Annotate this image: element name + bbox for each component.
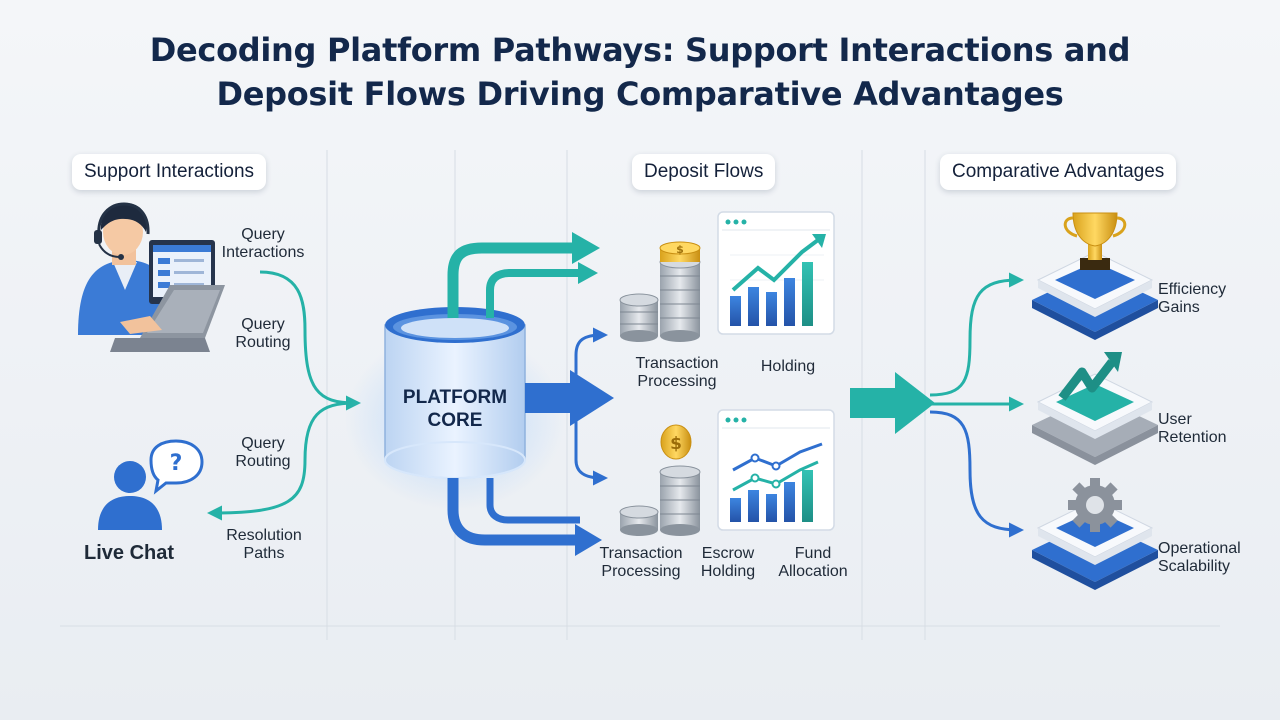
label-transaction-processing-bottom: Transaction Processing <box>599 545 683 580</box>
advantage-main-arrow <box>850 272 1024 538</box>
label-operational-scalability: Operational Scalability <box>1158 540 1241 575</box>
label-line: Resolution Paths <box>226 527 302 562</box>
platform-core-label: PLATFORM CORE <box>402 387 508 431</box>
svg-text:$: $ <box>676 243 684 256</box>
label-query-interactions: Query Interactions <box>218 226 308 262</box>
title-line-2: Deposit Flows Driving Comparative Advant… <box>216 75 1064 113</box>
section-deposit-flows: Deposit Flows <box>632 154 776 190</box>
label-line: Query Interactions <box>221 226 305 261</box>
label-user-retention: User Retention <box>1158 411 1227 446</box>
support-agent-icon <box>78 202 225 352</box>
coin-stack-icon-top: $ <box>619 241 701 342</box>
deposit-branch-arrows <box>574 327 608 486</box>
label-live-chat: Live Chat <box>84 542 175 564</box>
page-title: Decoding Platform Pathways: Support Inte… <box>0 28 1280 116</box>
label-escrow-holding: Escrow Holding <box>700 545 756 580</box>
label-line: Query Routing <box>235 316 291 351</box>
core-output-arrows <box>447 232 614 556</box>
label-line: Query Routing <box>235 435 291 470</box>
retention-growth-icon <box>1032 352 1158 465</box>
label-holding: Holding <box>760 358 816 375</box>
label-transaction-processing-top: Transaction Processing <box>635 355 719 390</box>
label-efficiency-gains: Efficiency Gains <box>1158 281 1227 316</box>
label-query-routing-top: Query Routing <box>218 316 308 352</box>
gear-icon <box>1032 478 1158 590</box>
trophy-icon <box>1032 212 1158 340</box>
svg-text:?: ? <box>170 451 183 476</box>
section-support-interactions: Support Interactions <box>72 154 267 190</box>
live-chat-icon: ? <box>98 439 204 530</box>
coin-stack-icon-bottom: $ <box>619 424 701 536</box>
platform-core-cylinder <box>345 307 565 510</box>
label-resolution-paths: Resolution Paths <box>214 527 314 563</box>
svg-text:$: $ <box>670 434 682 454</box>
growth-chart-icon-top <box>717 211 835 335</box>
growth-chart-icon-bottom <box>717 409 835 531</box>
label-query-routing-bottom: Query Routing <box>218 435 308 471</box>
label-fund-allocation: Fund Allocation <box>778 545 848 580</box>
support-flow-arrows <box>207 270 361 521</box>
section-comparative-advantages: Comparative Advantages <box>940 154 1177 190</box>
title-line-1: Decoding Platform Pathways: Support Inte… <box>149 31 1131 69</box>
